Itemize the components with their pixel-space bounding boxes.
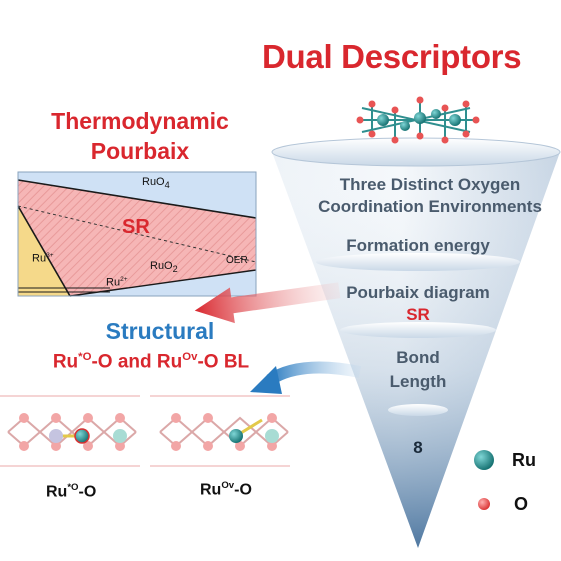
o-legend-label: O	[514, 494, 529, 514]
sr-region-label: SR	[122, 216, 150, 238]
pourbaix-diagram	[17, 171, 257, 297]
pourbaix-arrow	[194, 282, 341, 324]
funnel-shading	[272, 152, 560, 548]
funnel-level-bond-length-line2: Length	[389, 372, 447, 391]
funnel-disc-4	[388, 404, 448, 416]
structural-arrow	[250, 361, 362, 394]
bond-length-heading: Ru*O-O and RuOv-O BL	[52, 351, 250, 373]
ruo2-region-label: RuO2	[150, 260, 178, 275]
structural-heading: Structural	[105, 318, 215, 344]
pourbaix-heading: Thermodynamic Pourbaix	[20, 106, 260, 166]
ru2-region-label: Ru2+	[106, 276, 128, 289]
funnel-level-pourbaix-line1: Pourbaix diagram	[346, 283, 490, 302]
funnel-level-formation-energy: Formation energy	[346, 236, 490, 255]
ru-legend-label: Ru	[512, 450, 536, 470]
crystal-structure-icon	[356, 96, 480, 144]
funnel-top-disc	[271, 137, 561, 167]
o-legend-icon	[478, 498, 490, 510]
descriptor-funnel	[271, 137, 561, 548]
ru3-region-label: Ru3+	[32, 252, 54, 265]
oer-line-label: OER	[226, 255, 248, 266]
funnel-disc-2	[316, 253, 520, 271]
funnel-level-pourbaix: Pourbaix diagram SR	[330, 282, 506, 326]
funnel-level-coordination-line1: Three Distinct Oxygen	[339, 175, 521, 194]
funnel-level-coordination: Three Distinct Oxygen Coordination Envir…	[300, 174, 560, 218]
funnel-level-count: 8	[413, 438, 423, 457]
left-structure-caption: Ru*O-O	[46, 482, 97, 501]
funnel-disc-3	[340, 322, 496, 338]
ruo4-region-label: RuO4	[142, 176, 170, 191]
funnel-level-bond-length-line1: Bond	[396, 348, 440, 367]
funnel-level-bond-length: Bond Length	[368, 346, 468, 394]
funnel-level-pourbaix-sr: SR	[406, 305, 430, 324]
funnel-level-coordination-line2: Coordination Environments	[318, 197, 542, 216]
pourbaix-heading-line2: Pourbaix	[90, 138, 190, 164]
ru-legend-icon	[474, 450, 494, 470]
right-structure-caption: RuOv-O	[200, 480, 252, 499]
pourbaix-heading-line1: Thermodynamic	[51, 108, 229, 134]
lattice-structure-left	[0, 395, 140, 467]
figure-title: Dual Descriptors	[262, 38, 522, 75]
lattice-structure-right	[150, 395, 290, 467]
